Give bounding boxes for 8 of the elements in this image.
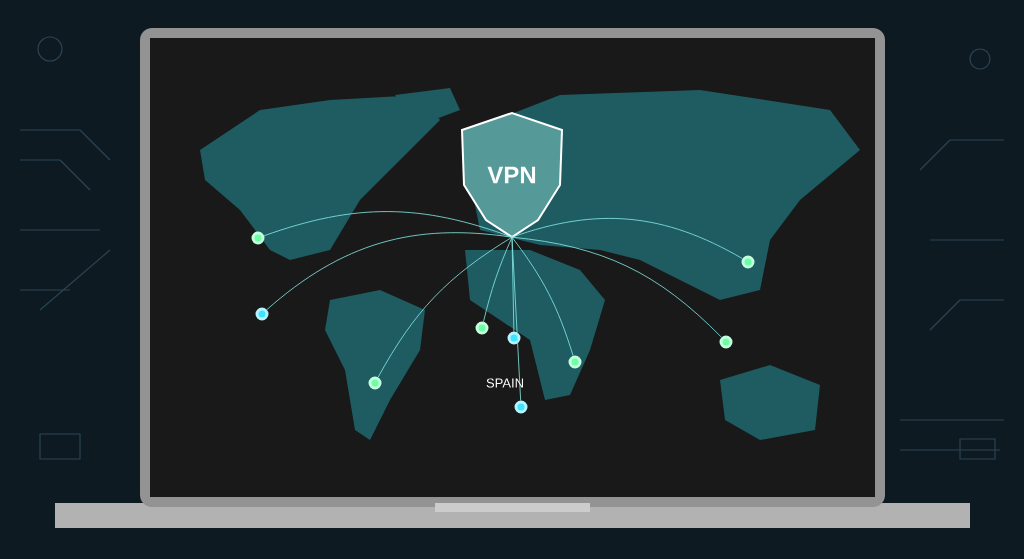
shield: VPN (461, 111, 564, 239)
connection-line (511, 236, 722, 338)
connection-line (266, 232, 513, 311)
map-label: SPAIN (486, 378, 523, 388)
connection-line (511, 236, 574, 357)
connection-line (377, 236, 513, 378)
connection-line (511, 236, 522, 401)
connection-line (511, 218, 743, 260)
